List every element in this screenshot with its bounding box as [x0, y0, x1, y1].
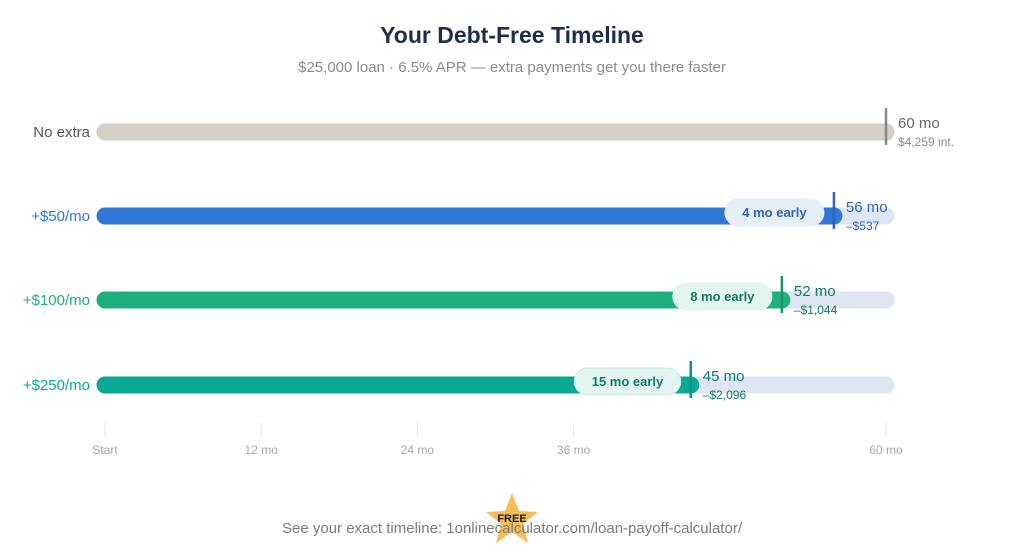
- months-label: 45 mo: [703, 368, 745, 385]
- months-label: 52 mo: [794, 283, 836, 300]
- early-badge: 15 mo early: [573, 367, 682, 396]
- x-tick-label: 36 mo: [557, 443, 591, 457]
- row-label: +$100/mo: [23, 292, 90, 309]
- chart-title: Your Debt-Free Timeline: [380, 22, 644, 48]
- months-label: 60 mo: [898, 115, 940, 132]
- early-badge-label: 8 mo early: [690, 289, 755, 304]
- early-badge-pill: [724, 198, 825, 227]
- early-badge-pill: [573, 367, 682, 396]
- row-label: +$50/mo: [31, 208, 90, 225]
- early-badge-pill: [672, 282, 773, 311]
- x-tick-label: Start: [92, 443, 118, 457]
- timeline-row: No extra 60 mo $4,259 int.: [33, 108, 954, 149]
- row-label: No extra: [33, 124, 90, 141]
- x-tick-label: 24 mo: [401, 443, 435, 457]
- early-badge: 8 mo early: [672, 282, 773, 311]
- footer-link-text[interactable]: See your exact timeline: 1onlinecalculat…: [282, 520, 742, 537]
- row-label: +$250/mo: [23, 377, 90, 394]
- timeline-row: +$50/mo 56 mo –$537 4 mo early: [31, 192, 895, 233]
- early-badge: 4 mo early: [724, 198, 825, 227]
- timeline-row: +$100/mo 52 mo –$1,044 8 mo early: [23, 276, 895, 317]
- x-tick-label: 60 mo: [869, 443, 903, 457]
- chart-subtitle: $25,000 loan · 6.5% APR — extra payments…: [298, 59, 726, 76]
- savings-label: –$2,096: [703, 388, 747, 402]
- timeline-chart: Start 12 mo 24 mo 36 mo 60 mo No extra 60 mo $…: [23, 108, 954, 457]
- x-tick-label: 12 mo: [245, 443, 279, 457]
- free-badge-label: FREE: [497, 513, 526, 525]
- savings-label: –$537: [846, 219, 880, 233]
- months-label: 56 mo: [846, 199, 888, 216]
- star-icon: [486, 493, 538, 543]
- savings-label: –$1,044: [794, 303, 838, 317]
- early-badge-label: 15 mo early: [592, 374, 664, 389]
- savings-label: $4,259 int.: [898, 135, 954, 149]
- early-badge-label: 4 mo early: [742, 205, 807, 220]
- timeline-row: +$250/mo 45 mo –$2,096 15 mo early: [23, 361, 895, 402]
- free-star-badge: FREE: [486, 493, 538, 543]
